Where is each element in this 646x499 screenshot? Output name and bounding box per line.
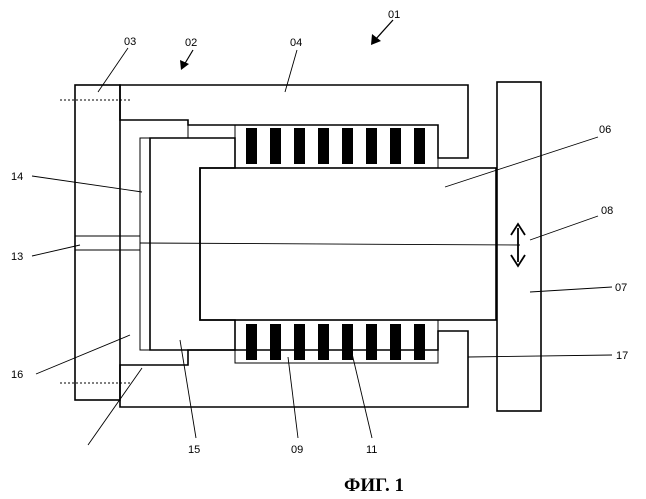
label-09: 09 bbox=[291, 444, 303, 456]
label-02: 02 bbox=[185, 37, 197, 49]
label-07: 07 bbox=[615, 282, 627, 294]
arrow-01-icon bbox=[371, 20, 393, 45]
end-plate-03 bbox=[75, 85, 120, 400]
plate-07 bbox=[497, 82, 541, 411]
label-06: 06 bbox=[599, 124, 611, 136]
label-13: 13 bbox=[11, 251, 23, 263]
leader-16 bbox=[36, 335, 130, 374]
coil-bottom-frame bbox=[235, 320, 438, 363]
label-01: 01 bbox=[388, 9, 400, 21]
coil-bottom-windings bbox=[246, 324, 425, 360]
leader-17 bbox=[468, 355, 612, 357]
label-04: 04 bbox=[290, 37, 302, 49]
label-11: 11 bbox=[366, 444, 377, 456]
inner-sleeve bbox=[120, 120, 188, 365]
figure-caption: ФИГ. 1 bbox=[344, 475, 404, 496]
leader-14 bbox=[32, 176, 142, 192]
label-17: 17 bbox=[616, 350, 628, 362]
channel-13 bbox=[75, 236, 140, 250]
label-03: 03 bbox=[124, 36, 136, 48]
arrow-02-icon bbox=[180, 50, 193, 70]
label-15: 15 bbox=[188, 444, 200, 456]
leader-07 bbox=[530, 287, 612, 292]
coil-top-frame bbox=[235, 125, 438, 168]
coil-top-windings bbox=[246, 128, 425, 164]
chamber-14 bbox=[140, 138, 150, 350]
centre-axis bbox=[140, 243, 520, 245]
label-14: 14 bbox=[11, 171, 23, 183]
label-08: 08 bbox=[601, 205, 613, 217]
label-16: 16 bbox=[11, 369, 23, 381]
piston-15 bbox=[150, 138, 235, 350]
leader-09 bbox=[288, 357, 298, 438]
leader-13 bbox=[32, 245, 80, 256]
